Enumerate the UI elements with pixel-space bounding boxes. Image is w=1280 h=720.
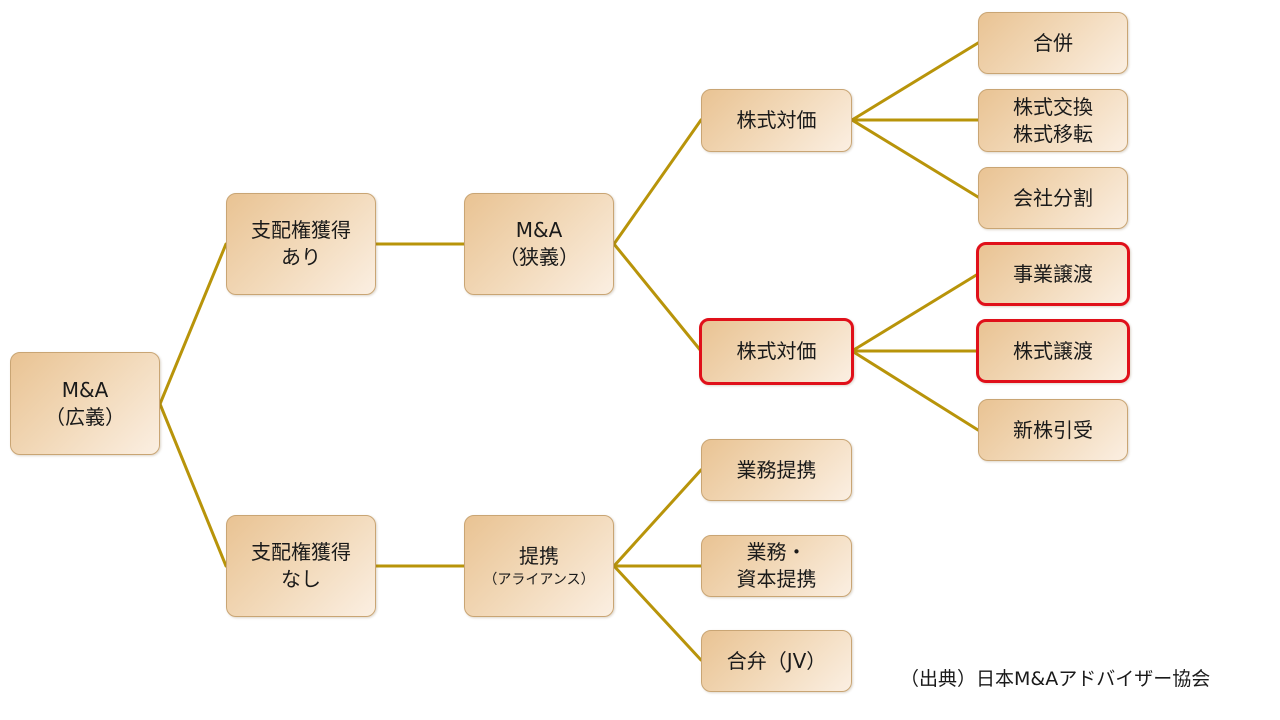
node-business-alliance: 業務提携	[701, 439, 852, 501]
connector-broad-to-control-no	[158, 402, 228, 568]
node-control-no: 支配権獲得 なし	[226, 515, 376, 617]
node-new-share-subscription: 新株引受	[978, 399, 1128, 461]
connector-narrow-to-stock-1	[612, 118, 703, 246]
node-stock-consideration-1: 株式対価	[701, 89, 852, 152]
node-capital-alliance-line1: 業務・	[746, 540, 807, 564]
node-control-yes-line1: 支配権獲得	[251, 218, 351, 242]
node-alliance-line1: 提携	[519, 543, 559, 568]
connector-narrow-to-stock-2	[612, 242, 703, 353]
node-stock-consideration-2-label: 株式対価	[736, 339, 817, 363]
connector-broad-to-control-yes	[158, 242, 228, 406]
connector-alliance-to-business	[612, 468, 703, 568]
node-control-yes: 支配権獲得 あり	[226, 193, 376, 295]
node-share-exchange-line1: 株式交換	[1013, 94, 1093, 119]
node-ma-broad-line2: （広義）	[45, 404, 125, 429]
connector-stock-2-to-business-transfer	[850, 272, 980, 353]
node-business-alliance-label: 業務提携	[736, 457, 817, 482]
node-capital-alliance: 業務・ 資本提携	[701, 535, 852, 597]
node-share-exchange-line2: 株式移転	[1013, 121, 1093, 146]
node-ma-narrow-line1: M&A	[515, 218, 563, 242]
node-ma-broad-line1: M&A	[61, 377, 109, 402]
node-merger: 合併	[978, 12, 1128, 74]
node-share-transfer-label: 株式譲渡	[1013, 338, 1093, 363]
node-business-transfer: 事業譲渡	[976, 242, 1130, 306]
node-share-exchange: 株式交換 株式移転	[978, 89, 1128, 152]
node-control-yes-line2: あり	[281, 245, 321, 269]
node-control-no-line1: 支配権獲得	[251, 540, 351, 564]
node-capital-alliance-line2: 資本提携	[736, 567, 817, 591]
node-joint-venture: 合弁（JV）	[701, 630, 852, 692]
node-alliance-line2: （アライアンス）	[483, 571, 595, 588]
node-company-split: 会社分割	[978, 167, 1128, 229]
connector-stock-1-to-company-split	[850, 118, 980, 199]
node-stock-consideration-2: 株式対価	[699, 318, 854, 385]
node-ma-narrow: M&A （狭義）	[464, 193, 614, 295]
node-alliance: 提携 （アライアンス）	[464, 515, 614, 617]
node-share-transfer: 株式譲渡	[976, 319, 1130, 383]
node-ma-broad: M&A （広義）	[10, 352, 160, 455]
source-note: （出典）日本M&Aアドバイザー協会	[900, 668, 1211, 690]
connector-stock-2-to-new-shares	[850, 349, 980, 432]
node-company-split-label: 会社分割	[1013, 185, 1093, 210]
node-control-no-line2: なし	[281, 567, 321, 591]
node-joint-venture-label: 合弁（JV）	[726, 648, 827, 673]
node-business-transfer-label: 事業譲渡	[1013, 261, 1093, 286]
node-stock-consideration-1-label: 株式対価	[736, 108, 817, 132]
node-ma-narrow-line2: （狭義）	[499, 245, 579, 269]
connector-alliance-to-jv	[612, 564, 703, 662]
node-merger-label: 合併	[1033, 30, 1073, 55]
connector-stock-1-to-merger	[850, 41, 980, 122]
node-new-share-subscription-label: 新株引受	[1013, 417, 1093, 442]
